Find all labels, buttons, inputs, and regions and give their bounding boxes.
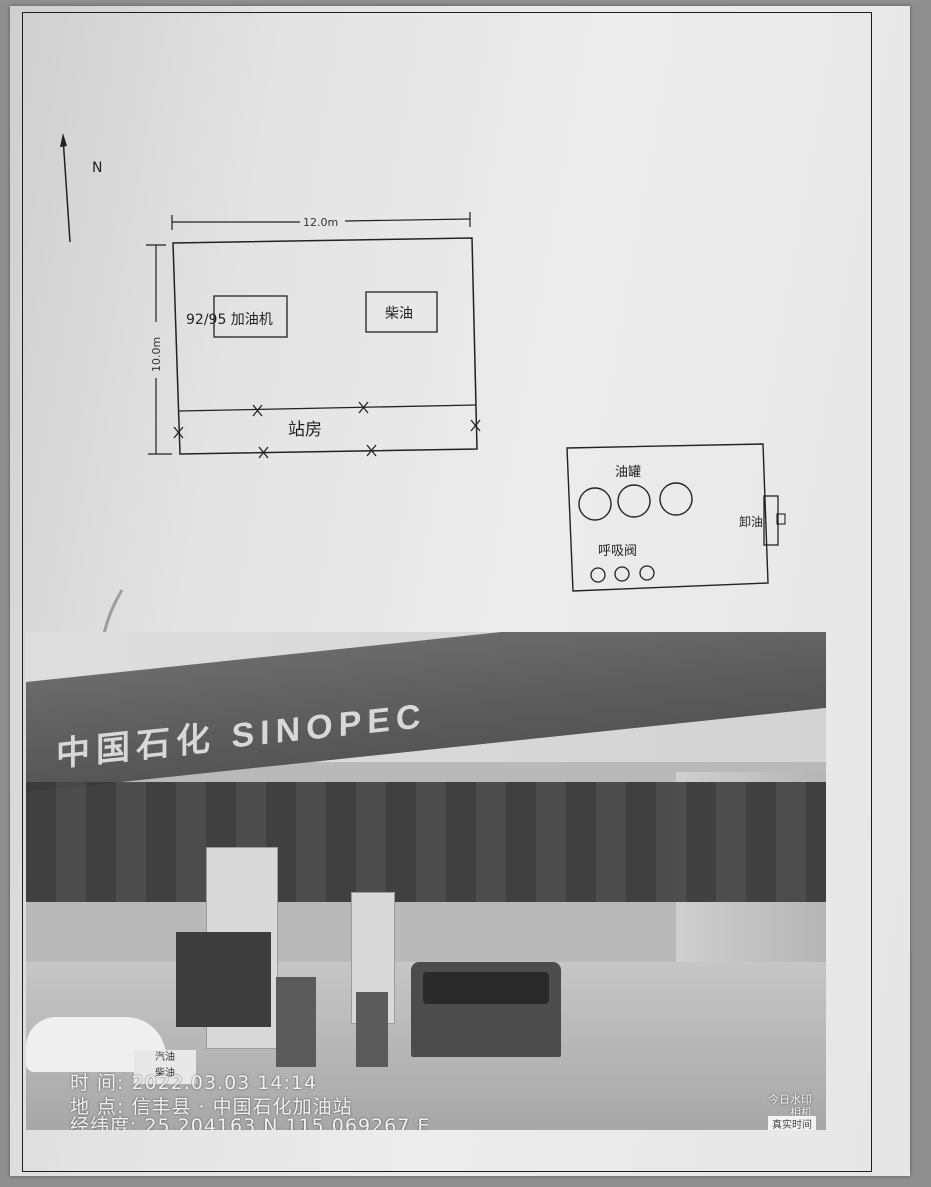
pump-sign-line1: 汽油 bbox=[155, 1052, 175, 1063]
unloading-port-nozzle bbox=[776, 513, 786, 525]
cross-marker bbox=[358, 401, 369, 414]
cross-marker bbox=[470, 419, 481, 432]
breather-valve-circle bbox=[614, 566, 630, 582]
watermark-line2: 相机 bbox=[790, 1106, 812, 1119]
photo-sign-board bbox=[176, 932, 271, 1027]
unloading-port-box bbox=[763, 495, 779, 546]
photo-truck bbox=[411, 962, 561, 1057]
cross-markers bbox=[173, 401, 481, 459]
breather-valve-circle bbox=[639, 565, 655, 581]
cross-marker bbox=[258, 446, 269, 459]
height-dimension-label: 10.0m bbox=[150, 337, 163, 372]
dispenser-box bbox=[213, 295, 288, 338]
pump-sign-line2: 柴油 bbox=[155, 1068, 175, 1079]
photo-truck-window bbox=[423, 972, 549, 1004]
photo-canopy-ceiling bbox=[26, 782, 826, 902]
watermark-line1: 今日水印 bbox=[768, 1093, 812, 1106]
width-dimension-line bbox=[171, 212, 471, 230]
tank-circle bbox=[578, 487, 612, 521]
overlay-location: 地 点: 信丰县 · 中国石化加油站 bbox=[70, 1096, 353, 1118]
tank-circles bbox=[578, 482, 693, 521]
breather-valve-circles bbox=[590, 565, 655, 583]
height-dimension-line bbox=[146, 244, 172, 455]
diesel-box bbox=[365, 291, 438, 333]
north-label: N bbox=[92, 160, 102, 176]
photo-fuel-pump bbox=[356, 992, 388, 1067]
cross-marker bbox=[366, 444, 377, 457]
station-house-divider bbox=[178, 404, 477, 412]
gas-station-photo: 中国石化 SINOPEC 汽油 柴油 时 间: 2022.03.03 14:14… bbox=[26, 632, 826, 1130]
north-arrow-icon bbox=[60, 133, 71, 243]
photo-fuel-pump bbox=[276, 977, 316, 1067]
overlay-time: 时 间: 2022.03.03 14:14 bbox=[70, 1072, 318, 1094]
breather-valve-circle bbox=[590, 567, 606, 583]
station-outline bbox=[172, 237, 478, 455]
watermark-line3: 真实时间 bbox=[768, 1116, 816, 1130]
station-house-label: 站房 bbox=[288, 420, 322, 440]
breather-label: 呼吸阀 bbox=[598, 544, 637, 559]
width-dimension-label: 12.0m bbox=[303, 216, 338, 229]
tank-area-outline bbox=[566, 443, 769, 592]
cross-marker bbox=[252, 404, 263, 417]
faded-stamp-arc bbox=[101, 589, 124, 640]
unloading-label: 卸油 bbox=[739, 514, 763, 529]
tank-circle bbox=[617, 484, 651, 518]
diesel-label: 柴油 bbox=[385, 306, 413, 322]
site-plan-diagram: N 12.0m 10.0m 92/95 加油机 柴油 站房 油罐 bbox=[60, 133, 786, 640]
pump-sign: 汽油 柴油 bbox=[134, 1050, 196, 1084]
cross-marker bbox=[173, 426, 184, 439]
tank-label: 油罐 bbox=[615, 465, 641, 480]
tank-circle bbox=[659, 482, 693, 516]
dispenser-label: 92/95 加油机 bbox=[186, 312, 273, 328]
overlay-coordinates: 经纬度: 25.204163 N,115.069267 E bbox=[70, 1115, 431, 1130]
